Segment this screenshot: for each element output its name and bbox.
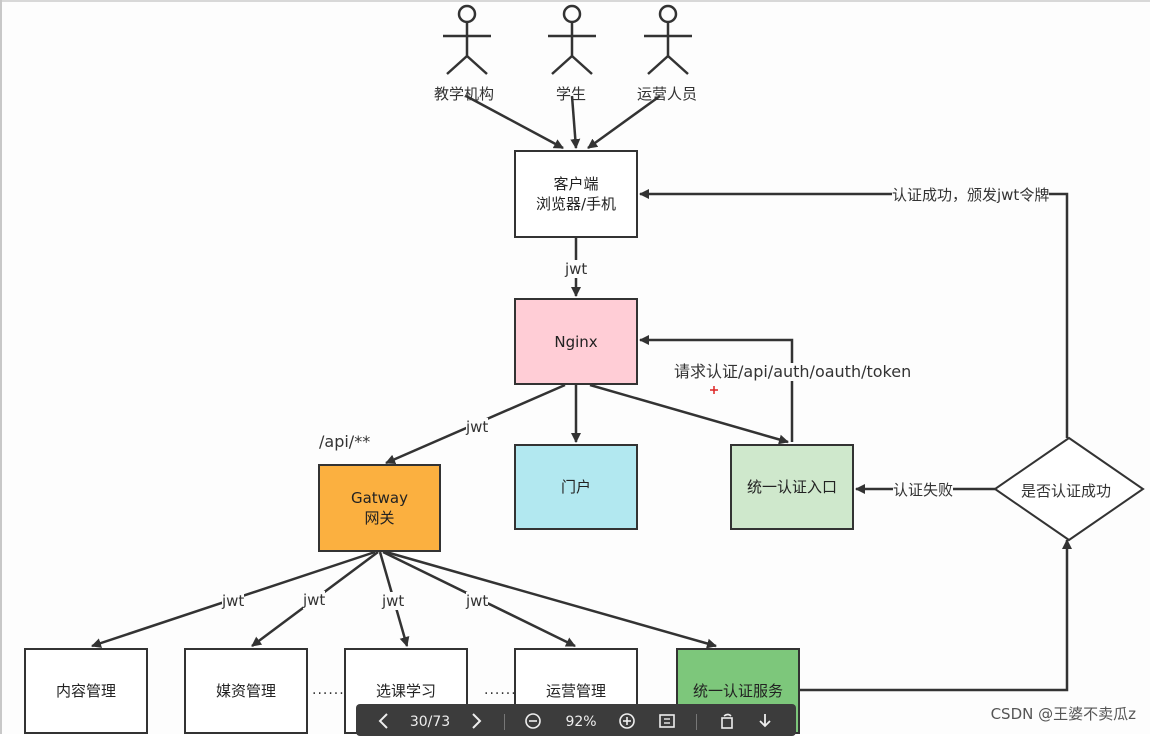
toolbar-separator-1 [504,714,505,730]
fit-page-button[interactable] [656,712,678,736]
portal-node: 门户 [514,444,638,530]
edge-label-auth-request: 请求认证/api/auth/oauth/token [674,362,912,381]
nginx-node-label: Nginx [554,332,598,351]
next-page-button[interactable] [466,712,486,736]
gateway-node: Gatway 网关 [318,464,441,552]
media-node-label: 媒资管理 [215,682,276,700]
download-icon [759,714,771,728]
edge-label-nginx-gateway: jwt [466,418,489,436]
fit-page-icon [659,714,675,728]
auth-entry-node: 统一认证入口 [730,444,854,530]
edge-label-gw-media: jwt [303,591,326,609]
edge-authservice-decision [800,539,1072,692]
decision-diamond-shape [993,436,1145,542]
edge-label-auth-fail: 认证失败 [893,481,954,499]
edge-actor3-client [587,94,661,150]
viewer-toolbar: 30/73 92% [356,704,796,736]
ellipsis-1: ...... [312,682,345,698]
decision-node-label: 是否认证成功 [1021,482,1112,500]
edge-actor1-client [465,94,564,150]
edge-label-client-nginx: jwt [565,260,588,278]
nginx-node: Nginx [514,298,638,385]
edge-authentry-nginx [639,335,794,442]
actor-figure-1 [443,4,491,75]
gateway-node-line1: Gatway [350,489,409,507]
rotate-button[interactable] [716,712,738,736]
zoom-level: 92% [565,714,597,730]
edge-label-gw-content: jwt [222,592,245,610]
rotate-icon [721,713,733,729]
gateway-node-line2: 网关 [364,509,395,527]
edge-label-auth-success: 认证成功，颁发jwt令牌 [892,186,1050,204]
prev-page-button[interactable] [374,712,394,736]
content-node: 内容管理 [24,648,148,734]
edge-actor2-client [570,95,581,149]
toolbar-separator-2 [696,714,697,730]
page-indicator: 30/73 [409,714,451,730]
top-border [0,0,1150,2]
cursor-mark [710,386,718,394]
auth-entry-node-label: 统一认证入口 [746,478,837,496]
ellipsis-2: ...... [484,682,517,698]
actor-label-jiaoxue: 教学机构 [434,85,495,103]
zoom-in-icon [619,713,635,729]
edge-label-gw-course: jwt [382,592,405,610]
actor-figure-2 [548,4,596,75]
client-node-line1: 客户端 [553,175,599,193]
auth-service-node-label: 统一认证服务 [692,682,783,700]
path-label-api: /api/** [319,432,371,451]
watermark-text: CSDN @王婆不卖瓜z [990,705,1136,723]
client-node: 客户端 浏览器/手机 [514,150,638,238]
zoom-out-button[interactable] [522,712,544,736]
edge-decision-client [639,189,1069,438]
edge-gw-authservice [385,550,717,649]
client-node-line2: 浏览器/手机 [535,195,617,213]
chevron-right-icon [472,713,482,729]
actor-label-xuesheng: 学生 [556,85,587,103]
actor-label-yunying: 运营人员 [637,85,698,103]
left-border [0,0,2,734]
download-button[interactable] [754,712,776,736]
edge-label-gw-ops: jwt [466,592,489,610]
course-node-label: 选课学习 [375,682,436,700]
edge-nginx-authentry [589,383,789,445]
ops-node-label: 运营管理 [545,682,606,700]
chevron-left-icon [378,713,388,729]
media-node: 媒资管理 [184,648,308,734]
content-node-label: 内容管理 [55,682,116,700]
actor-figures [443,4,692,75]
actor-figure-3 [644,4,692,75]
zoom-in-button[interactable] [616,712,638,736]
portal-node-label: 门户 [560,478,591,496]
zoom-out-icon [525,713,541,729]
